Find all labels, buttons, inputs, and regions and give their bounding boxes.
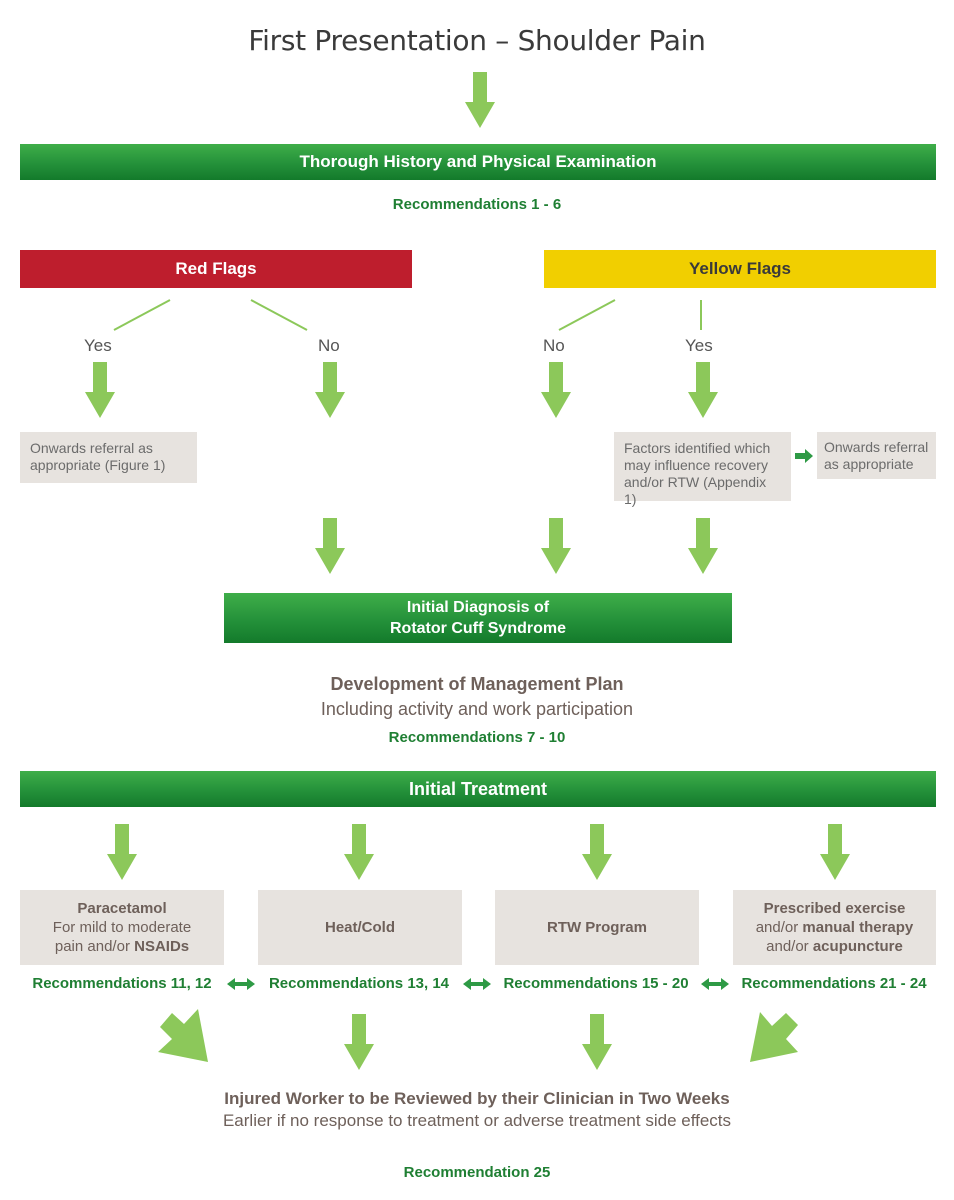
management-subheading: Including activity and work participatio… [320,699,634,719]
treatment-line-prefix: pain and/or [54,938,135,955]
treatment-line: pain and/or NSAIDs [55,937,189,956]
yellow-flags-bar: Yellow Flags [544,250,936,288]
treatment-line-prefix: and/or [755,919,803,936]
red-yes-connector [113,299,171,331]
arrow-right-icon [795,449,813,463]
yellow-referral-box: Onwards referral as appropriate [817,432,936,479]
arrow-down-icon [541,362,571,418]
red-referral-line: appropriate (Figure 1) [30,457,166,473]
yellow-referral-line: as appropriate [824,456,914,472]
treatment-line: and/or acupuncture [766,937,903,956]
factors-line: may influence recovery [624,457,768,473]
treatment-line: and/or manual therapy [756,918,914,937]
treatment-line-prefix: and/or [766,938,813,955]
arrow-down-icon [465,72,495,128]
red-referral-line: Onwards referral as [30,440,153,456]
double-arrow-icon [463,978,491,990]
treatment-line-bold: manual therapy [802,919,914,936]
arrow-down-icon [582,1014,612,1070]
arrow-down-icon [85,362,115,418]
arrow-down-icon [541,518,571,574]
history-recommendations: Recommendations 1 - 6 [392,196,562,213]
diagnosis-line: Rotator Cuff Syndrome [390,620,566,637]
treatment-recommendations: Recommendations 21 - 24 [741,975,927,992]
yellow-yes-label: Yes [685,336,713,355]
review-recommendation: Recommendation 25 [403,1164,551,1181]
treatment-title: Paracetamol [77,900,167,917]
management-heading: Development of Management Plan [330,674,624,694]
red-flags-bar: Red Flags [20,250,412,288]
double-arrow-icon [701,978,729,990]
initial-treatment-bar: Initial Treatment [20,771,936,807]
yellow-referral-line: Onwards referral [824,439,929,455]
arrow-down-icon [315,518,345,574]
page-title: First Presentation – Shoulder Pain [248,24,706,57]
red-no-connector [250,299,308,331]
management-recommendations: Recommendations 7 - 10 [388,729,566,746]
treatment-recommendations: Recommendations 13, 14 [268,975,450,992]
arrow-down-icon [582,824,612,880]
red-yes-label: Yes [84,336,112,355]
treatment-line-bold: acupuncture [812,938,903,955]
double-arrow-icon [227,978,255,990]
arrow-down-icon [315,362,345,418]
arrow-diagonal-icon [750,1012,798,1062]
yellow-factors-box: Factors identified which may influence r… [614,432,791,507]
treatment-title: Heat/Cold [324,919,395,936]
factors-line: Factors identified which [624,440,771,456]
arrow-down-icon [688,362,718,418]
treatment-rtw-box: RTW Program [495,890,699,965]
diagnosis-line: Initial Diagnosis of [406,599,550,616]
treatment-line: For mild to moderate [52,919,192,936]
arrow-down-icon [344,1014,374,1070]
yellow-no-label: No [543,336,565,355]
yellow-no-connector [558,299,616,331]
red-referral-box: Onwards referral as appropriate (Figure … [20,432,197,483]
arrow-down-icon [344,824,374,880]
arrow-down-icon [107,824,137,880]
treatment-recommendations: Recommendations 11, 12 [32,975,212,992]
diagnosis-box: Initial Diagnosis of Rotator Cuff Syndro… [224,593,732,643]
history-exam-bar: Thorough History and Physical Examinatio… [20,144,936,180]
treatment-paracetamol-box: Paracetamol For mild to moderate pain an… [20,890,224,965]
treatment-title: RTW Program [546,919,647,936]
factors-line: and/or RTW (Appendix 1) [624,474,767,507]
treatment-heat-cold-box: Heat/Cold [258,890,462,965]
review-subheading: Earlier if no response to treatment or a… [222,1111,732,1130]
arrow-down-icon [820,824,850,880]
treatment-recommendations: Recommendations 15 - 20 [503,975,689,992]
treatment-exercise-box: Prescribed exercise and/or manual therap… [733,890,936,965]
arrow-down-icon [688,518,718,574]
arrow-diagonal-icon [158,1009,208,1062]
treatment-line-bold: NSAIDs [134,938,190,955]
review-heading: Injured Worker to be Reviewed by their C… [224,1089,730,1108]
treatment-title: Prescribed exercise [763,900,906,917]
red-no-label: No [318,336,340,355]
